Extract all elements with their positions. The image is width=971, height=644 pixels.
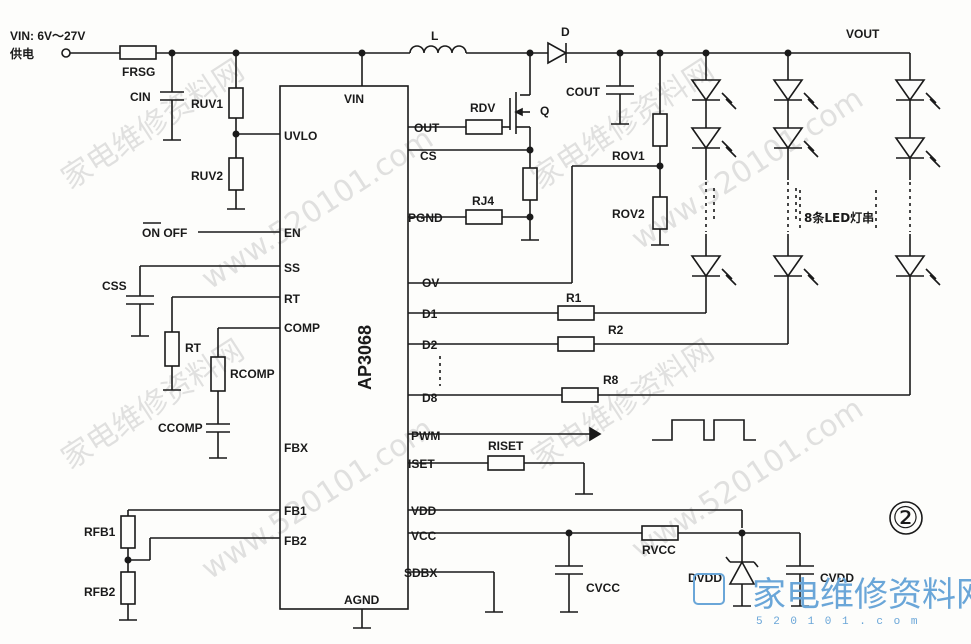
res-rdv bbox=[465, 119, 503, 135]
res-rcomp-label: RCOMP bbox=[230, 367, 275, 381]
res-rvcc-label: RVCC bbox=[642, 543, 676, 557]
res-riset bbox=[487, 455, 525, 471]
input-terminal bbox=[61, 48, 71, 58]
pin-d2-label: D2 bbox=[422, 338, 438, 352]
res-rt-label: RT bbox=[185, 341, 202, 355]
inductor-label: L bbox=[431, 29, 438, 43]
mosfet-label: Q bbox=[540, 104, 549, 118]
site-logo: 家电维修资料网 5 2 0 1 0 1 . c o m bbox=[693, 573, 971, 628]
cap-css-label: CSS bbox=[102, 279, 127, 293]
led-icon bbox=[690, 127, 722, 150]
figure-number: ② bbox=[892, 501, 919, 536]
logo-url: 5 2 0 1 0 1 . c o m bbox=[756, 616, 919, 628]
pin-fbx-label: FBX bbox=[284, 441, 308, 455]
led-icon bbox=[690, 79, 722, 102]
pin-ss-label: SS bbox=[284, 261, 300, 275]
res-rj4-label: RJ4 bbox=[472, 194, 494, 208]
led-string-1 bbox=[690, 49, 737, 313]
diode-label: D bbox=[561, 25, 570, 39]
pin-agnd-label: AGND bbox=[344, 593, 380, 607]
pin-sdbx-label: SDBX bbox=[404, 566, 437, 580]
res-r1-label: R1 bbox=[566, 291, 582, 305]
led-icon bbox=[772, 255, 804, 278]
pin-out-label: OUT bbox=[414, 121, 440, 135]
pin-iset-label: ISET bbox=[408, 457, 435, 471]
led-string-8 bbox=[894, 53, 941, 395]
pin-fb1-label: FB1 bbox=[284, 504, 307, 518]
res-ruv2-label: RUV2 bbox=[191, 169, 223, 183]
pin-rt-label: RT bbox=[284, 292, 301, 306]
res-rj4 bbox=[465, 209, 503, 225]
led-icon bbox=[772, 79, 804, 102]
res-riset-label: RISET bbox=[488, 439, 524, 453]
inductor-l bbox=[409, 45, 467, 54]
res-rfb2 bbox=[120, 571, 136, 605]
watermark-layer: 家电维修资料网 家电维修资料网 家电维修资料网 家电维修资料网 www.5201… bbox=[55, 53, 869, 587]
led-icon bbox=[690, 255, 722, 278]
led-icon bbox=[894, 255, 926, 278]
pin-pgnd-label: PGND bbox=[408, 211, 443, 225]
led-strings-label: 8条LED灯串 bbox=[804, 210, 874, 225]
res-r8-label: R8 bbox=[603, 373, 619, 387]
vin-supply-label: VIN: 6V～27V bbox=[10, 29, 85, 43]
res-rdv-label: RDV bbox=[470, 101, 495, 115]
ic-name: AP3068 bbox=[355, 325, 375, 390]
res-rfb1-label: RFB1 bbox=[84, 525, 116, 539]
pin-en-label: EN bbox=[284, 226, 301, 240]
pin-fb2-label: FB2 bbox=[284, 534, 307, 548]
pin-uvlo-label: UVLO bbox=[284, 129, 317, 143]
res-r8 bbox=[561, 387, 599, 403]
res-r2 bbox=[557, 336, 595, 352]
pin-comp-label: COMP bbox=[284, 321, 320, 335]
pin-vin-label: VIN bbox=[344, 92, 364, 106]
res-rov1-label: ROV1 bbox=[612, 149, 645, 163]
cap-cin-label: CIN bbox=[130, 90, 151, 104]
cap-cout-label: COUT bbox=[566, 85, 601, 99]
res-r1 bbox=[557, 305, 595, 321]
pin-vcc-label: VCC bbox=[411, 529, 437, 543]
led-string-2 bbox=[772, 49, 819, 344]
ic-body bbox=[279, 85, 409, 610]
watermark-cn: 家电维修资料网 bbox=[525, 53, 720, 197]
cap-cvcc-label: CVCC bbox=[586, 581, 620, 595]
pwm-waveform bbox=[652, 419, 756, 441]
watermark-cn: 家电维修资料网 bbox=[525, 333, 720, 477]
res-rfb1 bbox=[120, 515, 136, 549]
pin-cs-label: CS bbox=[420, 149, 437, 163]
res-ruv2 bbox=[228, 157, 244, 191]
res-rfb2-label: RFB2 bbox=[84, 585, 116, 599]
on-off-label: ON OFF bbox=[142, 226, 187, 240]
cap-cvdd-label: CVDD bbox=[820, 571, 854, 585]
res-ruv1-label: RUV1 bbox=[191, 97, 223, 111]
res-rt bbox=[164, 331, 180, 367]
diode-d bbox=[547, 41, 568, 65]
fuse-frsg-label: FRSG bbox=[122, 65, 155, 79]
watermark-cn: 家电维修资料网 bbox=[55, 333, 250, 477]
led-icon bbox=[772, 127, 804, 150]
pin-d8-label: D8 bbox=[422, 391, 438, 405]
watermark-url: www.520101.com bbox=[195, 411, 439, 587]
figure-number-circle bbox=[889, 501, 923, 535]
res-r2-label: R2 bbox=[608, 323, 624, 337]
led-icon bbox=[894, 137, 926, 160]
res-rov2-label: ROV2 bbox=[612, 207, 645, 221]
pin-pwm-label: PWM bbox=[411, 429, 440, 443]
cap-ccomp-label: CCOMP bbox=[158, 421, 203, 435]
fuse-frsg bbox=[119, 45, 157, 60]
vin-supply-label-2: 供电 bbox=[9, 46, 34, 61]
pin-d1-label: D1 bbox=[422, 307, 438, 321]
pin-vdd-label: VDD bbox=[411, 504, 437, 518]
led-icon bbox=[894, 79, 926, 102]
vout-label: VOUT bbox=[846, 27, 880, 41]
logo-text: 家电维修资料网 bbox=[752, 575, 971, 615]
